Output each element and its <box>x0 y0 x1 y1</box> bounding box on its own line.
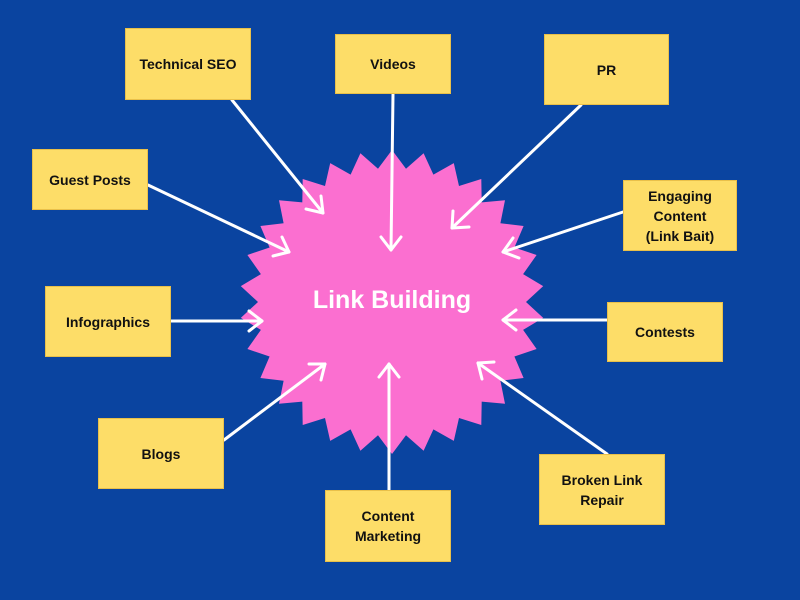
arrow-infographics <box>169 309 264 333</box>
node-blogs: Blogs <box>98 418 224 489</box>
arrows <box>146 92 625 492</box>
node-videos: Videos <box>335 34 451 94</box>
arrow-videos <box>379 92 403 252</box>
arrow-contests <box>501 308 609 332</box>
node-content-marketing: Content Marketing <box>325 490 451 562</box>
arrow-pr <box>450 103 583 230</box>
node-broken-link-repair: Broken Link Repair <box>539 454 665 525</box>
arrow-blogs <box>222 362 327 442</box>
node-engaging-content: Engaging Content (Link Bait) <box>623 180 737 251</box>
center-label: Link Building <box>313 286 471 314</box>
node-infographics: Infographics <box>45 286 171 357</box>
arrow-guest-posts <box>146 183 291 258</box>
arrow-engaging-content <box>501 210 625 260</box>
arrow-content-marketing <box>377 362 401 492</box>
arrow-technical-seo <box>230 98 325 215</box>
node-technical-seo: Technical SEO <box>125 28 251 100</box>
node-contests: Contests <box>607 302 723 362</box>
node-guest-posts: Guest Posts <box>32 149 148 210</box>
node-pr: PR <box>544 34 669 105</box>
arrow-broken-link-repair <box>476 360 609 456</box>
